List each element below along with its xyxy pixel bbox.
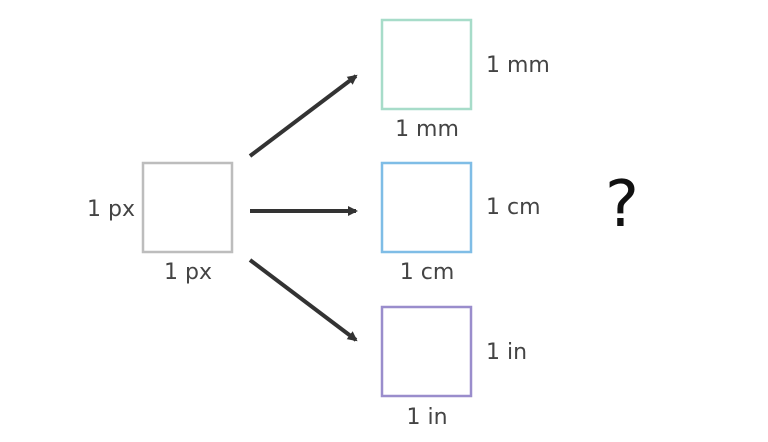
question-mark: ? (605, 168, 639, 242)
source-width-label: 1 px (164, 260, 212, 285)
mm-bottom-label: 1 mm (395, 117, 459, 142)
source-square (141, 161, 234, 254)
cm-bottom-label: 1 cm (399, 260, 455, 285)
target-square-cm (380, 161, 473, 254)
arrow-to-in (248, 258, 358, 342)
source-height-label: 1 px (87, 197, 135, 222)
target-square-in (380, 305, 473, 398)
target-square-mm (380, 18, 473, 111)
cm-side-label: 1 cm (486, 195, 541, 220)
in-side-label: 1 in (486, 340, 528, 365)
mm-side-label: 1 mm (486, 53, 550, 78)
in-bottom-label: 1 in (406, 405, 448, 430)
arrow-to-mm (248, 74, 358, 158)
